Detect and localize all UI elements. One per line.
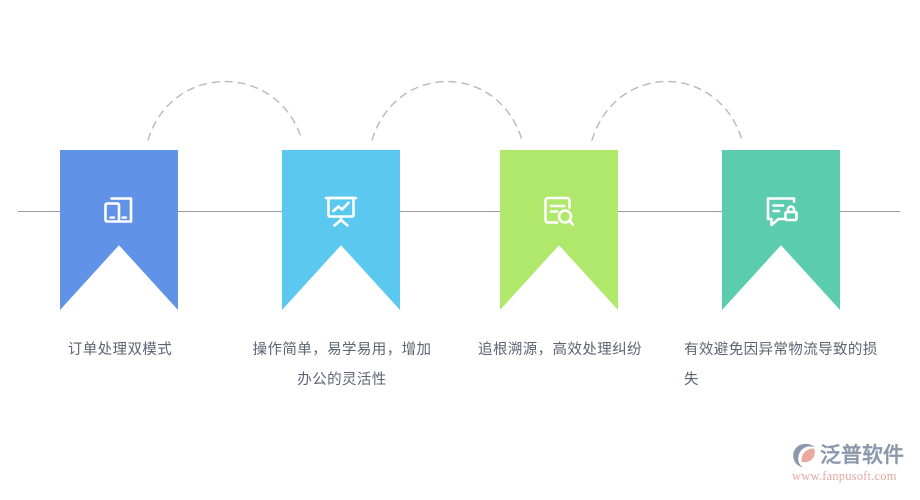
caption-avoid-loss: 有效避免因异常物流导致的损失 [684, 342, 878, 388]
caption-trace-source: 追根溯源，高效处理纠纷 [478, 342, 642, 358]
ribbon-banner-easy-operation[interactable] [282, 150, 400, 310]
caption-easy-operation: 操作简单，易学易用，增加办公的灵活性 [252, 342, 432, 388]
watermark: 泛普软件 www.fanpusoft.com [790, 443, 904, 483]
connector-arc-1 [147, 81, 303, 141]
ribbon-banner-avoid-loss[interactable] [722, 150, 840, 310]
message-lock-icon [755, 185, 807, 237]
ribbon-banner-order-dual-mode[interactable] [60, 150, 178, 310]
timeline-axis [18, 211, 900, 212]
fanpu-swoosh-logo-icon [790, 443, 817, 468]
connector-arc-3 [591, 81, 743, 141]
connector-arc-2 [371, 81, 523, 141]
document-search-icon [533, 185, 585, 237]
ribbon-banner-trace-source[interactable] [500, 150, 618, 310]
presentation-chart-icon [315, 185, 367, 237]
devices-icon [93, 185, 145, 237]
watermark-brand-name: 泛普软件 [820, 443, 904, 467]
caption-order-dual-mode: 订单处理双模式 [67, 342, 173, 358]
watermark-brand-row: 泛普软件 [790, 443, 904, 468]
watermark-url: www.fanpusoft.com [792, 469, 897, 483]
